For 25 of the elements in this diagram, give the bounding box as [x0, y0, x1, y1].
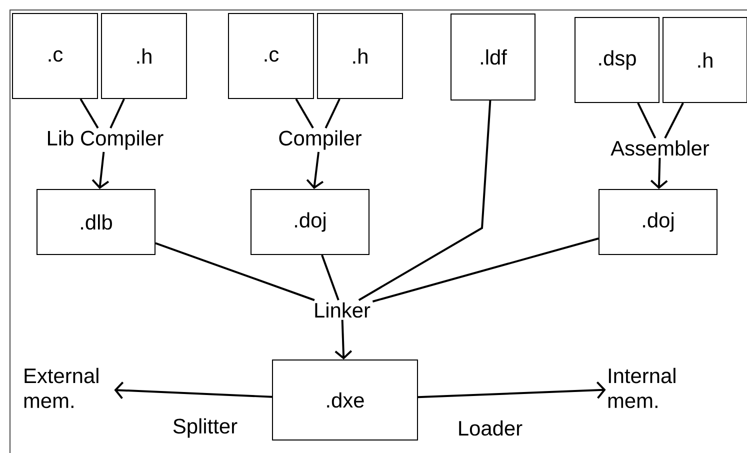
arrow	[92, 152, 110, 189]
file-box: .dlb	[36, 189, 156, 255]
tool-label: Assembler	[610, 140, 710, 156]
file-box: .h	[662, 17, 747, 103]
edge-label: Splitter	[171, 417, 239, 439]
arrow	[418, 381, 606, 399]
text-label: External mem.	[24, 368, 98, 408]
arrow	[114, 382, 272, 399]
file-box: .c	[12, 13, 98, 99]
tool-label: Lib Compiler	[48, 130, 164, 150]
file-box: .dsp	[574, 17, 660, 103]
file-box: .dxe	[272, 360, 418, 440]
file-box: .doj	[598, 189, 718, 255]
file-box: .h	[101, 13, 187, 99]
arrow	[650, 158, 668, 189]
text-label: Internal mem.	[608, 368, 676, 408]
edge-label: Loader	[456, 419, 524, 437]
tool-label: Compiler	[279, 130, 362, 150]
file-box: .doj	[250, 189, 370, 255]
arrow	[334, 320, 352, 360]
file-box: .c	[228, 13, 314, 99]
file-box: .h	[317, 13, 403, 99]
file-box: .ldf	[450, 14, 536, 100]
tool-label: Linker	[315, 302, 370, 318]
arrow	[306, 152, 324, 189]
